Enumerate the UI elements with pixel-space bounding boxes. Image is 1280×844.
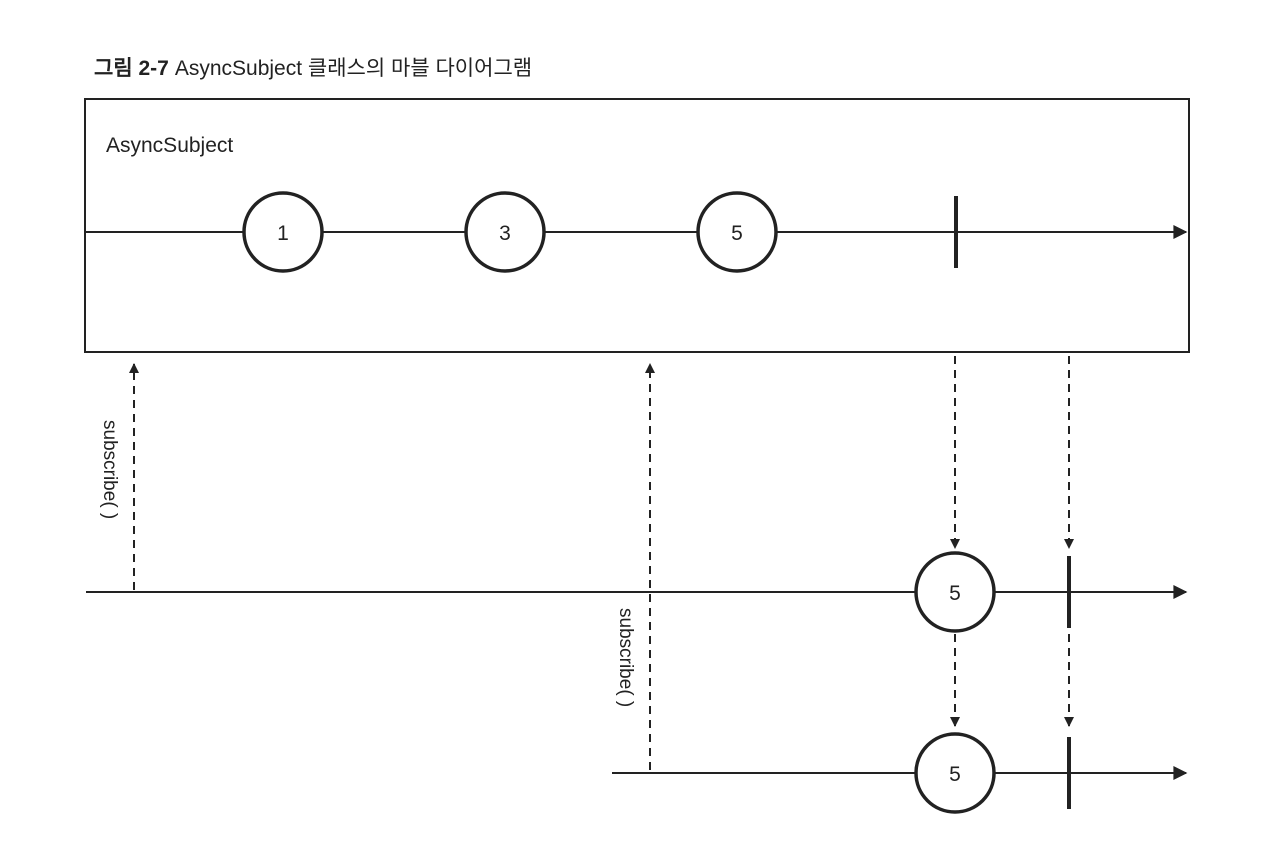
figure-title: AsyncSubject 클래스의 마블 다이어그램 xyxy=(174,57,533,80)
figure-number: 그림 2-7 xyxy=(94,57,169,80)
subscribe-label-1: subscribe( ) xyxy=(99,420,120,519)
observer-1-marble-label: 5 xyxy=(949,582,961,605)
subject-title: AsyncSubject xyxy=(106,134,233,157)
subject-marble-3: 5 xyxy=(696,191,778,273)
observer-2-marble: 5 xyxy=(914,732,996,814)
subject-marble-2: 3 xyxy=(464,191,546,273)
subject-marble-1: 1 xyxy=(242,191,324,273)
subject-marble-3-label: 5 xyxy=(731,222,743,245)
subscribe-label-2: subscribe( ) xyxy=(615,608,636,707)
subject-marble-2-label: 3 xyxy=(499,222,511,245)
observer-2-marble-label: 5 xyxy=(949,763,961,786)
subject-marble-1-label: 1 xyxy=(277,222,289,245)
subject-box xyxy=(84,98,1190,353)
observer-1-marble: 5 xyxy=(914,551,996,633)
